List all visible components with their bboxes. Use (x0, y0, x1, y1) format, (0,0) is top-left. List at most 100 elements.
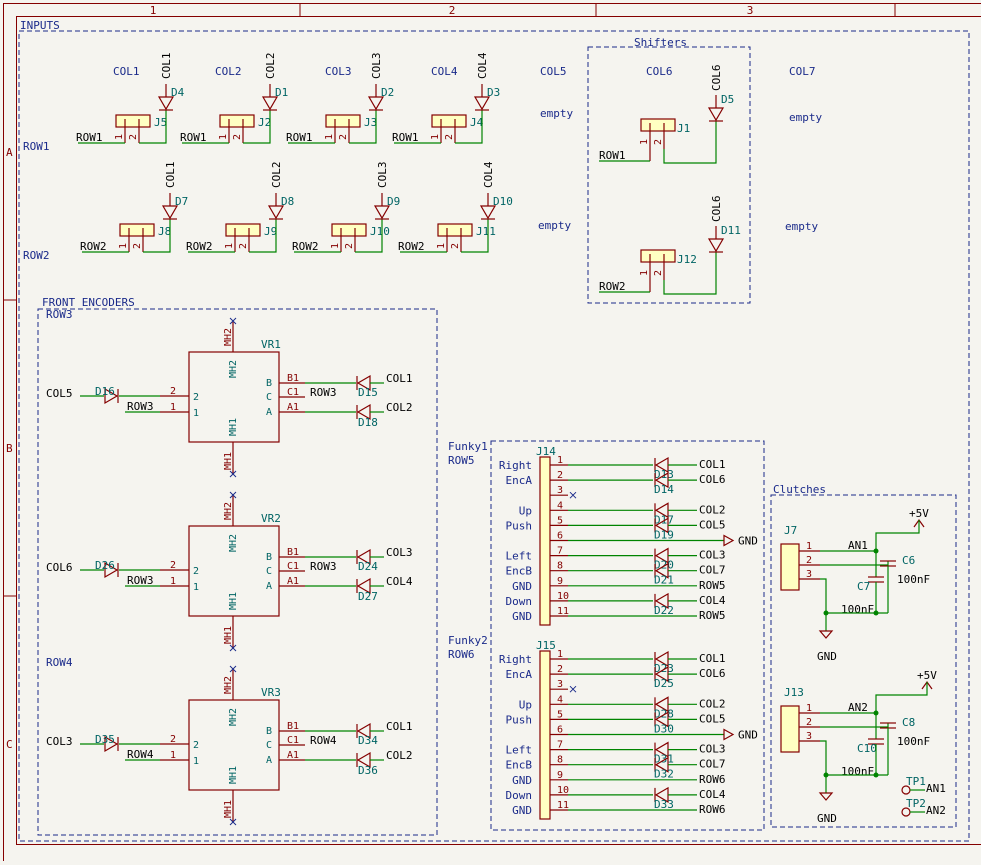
funky-name: Funky1 (448, 440, 488, 453)
pin-number-c1: C1 (287, 387, 299, 398)
reference-D14: D14 (654, 483, 674, 496)
pin-number: 2 (128, 134, 139, 140)
reference-J14: J14 (536, 445, 556, 458)
pin-label: EncA (506, 474, 533, 487)
pin-name-b: B (266, 552, 272, 563)
row-net-label: ROW2 (292, 240, 319, 253)
mh1-pin-label: MH1 (223, 626, 234, 644)
input-column-net: COL3 (46, 735, 73, 748)
pin-name-c: C (266, 740, 272, 751)
pin-label: Right (499, 653, 532, 666)
column-net-label: COL2 (264, 53, 277, 80)
diode-symbol (709, 239, 723, 252)
reference-D25: D25 (654, 677, 674, 690)
column-heading-COL7: COL7 (789, 65, 816, 78)
pin-number: 1 (170, 750, 176, 761)
reference-TP1: TP1 (906, 775, 926, 788)
pin-number: 1 (557, 649, 563, 660)
reference-D35: D35 (95, 733, 115, 746)
net-label-COL1: COL1 (699, 458, 726, 471)
pin-number: 1 (118, 243, 129, 249)
frame-row-label: C (6, 738, 13, 751)
gnd-label: GND (817, 812, 837, 825)
funky-row: ROW6 (448, 648, 475, 661)
connector-body (641, 250, 675, 262)
row-net-label: ROW2 (186, 240, 213, 253)
mh2-pin-label: MH2 (223, 328, 234, 346)
pin-number: 2 (806, 555, 812, 566)
connector-body (540, 651, 550, 819)
gnd-label: GND (817, 650, 837, 663)
reference-VR2: VR2 (261, 512, 281, 525)
row-heading-row2: ROW2 (23, 249, 50, 262)
net-label-ROW5: ROW5 (699, 579, 726, 592)
diode-body (709, 239, 723, 251)
reference-J2: J2 (258, 116, 271, 129)
pin-number: 2 (170, 386, 176, 397)
reference-D10: D10 (493, 195, 513, 208)
pin-number: 1 (330, 243, 341, 249)
pin-number: 1 (436, 243, 447, 249)
mh2-pin-name: MH2 (228, 534, 239, 552)
net-label-COL3: COL3 (699, 743, 726, 756)
net-label-COL3: COL3 (699, 549, 726, 562)
test-point-net: AN1 (926, 782, 946, 795)
inputs-section (19, 31, 969, 841)
pin-number: 1 (557, 455, 563, 466)
funky-switches-block: Funky1ROW5J141RightD13COL12EncAD14COL634… (448, 440, 758, 819)
pin-number: 1 (639, 139, 650, 145)
row-heading-row1: ROW1 (23, 140, 50, 153)
gnd-flag (724, 536, 733, 546)
reference-D16: D16 (95, 385, 115, 398)
pin-number-b1: B1 (287, 721, 299, 732)
cap-value: 100nF (841, 603, 874, 616)
analog-net-label: AN1 (848, 539, 868, 552)
column-net-label: COL2 (270, 162, 283, 189)
pin-name: 1 (193, 408, 199, 419)
reference-D24: D24 (358, 560, 378, 573)
funky-row: ROW5 (448, 454, 475, 467)
frame-row-label: A (6, 146, 13, 159)
pin-number: 8 (557, 561, 563, 572)
connector-body (432, 115, 466, 127)
mh2-pin-label: MH2 (223, 502, 234, 520)
reference-J15: J15 (536, 639, 556, 652)
reference-J1: J1 (677, 122, 690, 135)
gnd-wire (820, 741, 826, 775)
pin-number-c1: C1 (287, 735, 299, 746)
pin-number: 1 (170, 576, 176, 587)
supply-wire (876, 520, 919, 551)
reference-D26: D26 (95, 559, 115, 572)
row-net-label: ROW4 (127, 748, 154, 761)
cap-value: 100nF (841, 765, 874, 778)
pin-name: 2 (193, 566, 199, 577)
pin-number: 4 (557, 694, 563, 705)
mh1-pin-name: MH1 (228, 592, 239, 610)
funky-Funky1: Funky1ROW5J141RightD13COL12EncAD14COL634… (448, 440, 758, 625)
connector-body (641, 119, 675, 131)
row-heading-ROW4: ROW4 (46, 656, 73, 669)
input-column-net: COL6 (46, 561, 73, 574)
empty-slot-label: empty (789, 111, 822, 124)
pin-number: 8 (557, 755, 563, 766)
pin-number: 3 (557, 679, 563, 690)
mh2-pin-name: MH2 (228, 360, 239, 378)
pin-number: 10 (557, 591, 569, 602)
pin-label: Up (519, 698, 532, 711)
mh2-pin-name: MH2 (228, 708, 239, 726)
reference-J12: J12 (677, 253, 697, 266)
pin-number: 2 (170, 734, 176, 745)
reference-D7: D7 (175, 195, 188, 208)
net-label-COL4: COL4 (699, 594, 726, 607)
pin-number: 2 (653, 139, 664, 145)
reference-J9: J9 (264, 225, 277, 238)
pin-number: 4 (557, 500, 563, 511)
connector-body (781, 544, 799, 590)
reference-D5: D5 (721, 93, 734, 106)
reference-D21: D21 (654, 574, 674, 587)
pin-name: 2 (193, 740, 199, 751)
